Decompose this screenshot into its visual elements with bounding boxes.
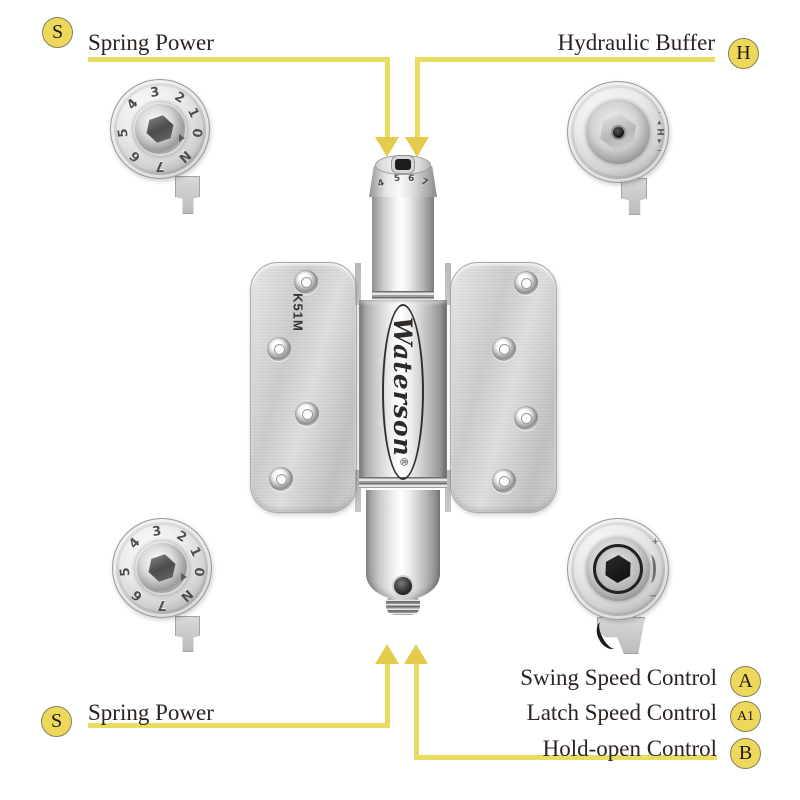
dial-tab (175, 616, 200, 652)
screw-hole (492, 469, 516, 493)
mark-letter: H (654, 128, 665, 136)
line-bottom-right-vertical (414, 664, 419, 757)
arrow-up-icon (404, 644, 428, 664)
hex-socket-icon (394, 577, 412, 595)
dial-indicator-icon (180, 572, 187, 581)
dial-tab (621, 178, 647, 215)
plate-gap-shadow (445, 263, 451, 305)
dial-number: 5 (115, 127, 132, 139)
arrow-up-icon (375, 644, 399, 664)
screw-hole (295, 402, 319, 426)
plate-gap-shadow (355, 263, 361, 305)
screw-hole (294, 270, 318, 294)
badge-hydraulic-buffer: H (728, 38, 759, 69)
line-bottom-left-vertical (385, 664, 390, 728)
screw-hole (514, 406, 538, 430)
dial-tab (175, 176, 200, 214)
dial-indicator-icon (178, 133, 185, 142)
label-spring-power-bottom: Spring Power (88, 700, 214, 725)
label-hold-open-control: Hold-open Control (542, 736, 717, 761)
mark-up: ▴ (657, 117, 662, 127)
arrow-down-icon (405, 137, 429, 157)
label-spring-power-top: Spring Power (88, 30, 214, 55)
screw-hole (492, 337, 516, 361)
cap-number: 6 (407, 173, 415, 185)
barrel-knuckle (359, 300, 447, 485)
line-top-left-vertical (385, 57, 390, 137)
dial-number: 0 (188, 127, 205, 139)
badge-spring-power-bottom: S (41, 706, 72, 737)
badge-latch-speed-control: A1 (730, 701, 761, 732)
line-top-left-underline (88, 57, 390, 62)
cap-number: 7 (419, 177, 430, 189)
line-top-right-vertical (415, 57, 420, 137)
cap-number: 5 (393, 173, 401, 185)
badge-hold-open-control: B (730, 738, 761, 769)
line-top-right-underline (416, 57, 715, 62)
brand-logo: Waterson® (379, 302, 427, 482)
dial-number: 7 (155, 158, 165, 174)
label-latch-speed-control: Latch Speed Control (526, 700, 717, 725)
spring-power-dial-bottom: 3 2 1 0 N 7 6 5 4 (112, 518, 212, 618)
arrow-down-icon (375, 137, 399, 157)
dial-number: 3 (149, 84, 161, 101)
line-bottom-right-underline (414, 755, 717, 760)
dial-number: 0 (190, 566, 207, 578)
arc-slot-icon (645, 555, 656, 583)
hex-socket-icon (395, 159, 411, 170)
label-hydraulic-buffer: Hydraulic Buffer (557, 30, 715, 55)
screw-hole (269, 467, 293, 491)
hydraulic-markings: · ▴ H ▾ ‒ (654, 108, 665, 155)
barrel-groove (359, 477, 447, 488)
mark-dot: · (657, 108, 661, 118)
hydraulic-buffer-dial: · ▴ H ▾ ‒ (567, 81, 669, 183)
spring-power-dial-top: 3 2 1 0 N 7 6 5 4 (110, 79, 210, 179)
logo-oval-icon (382, 304, 424, 480)
mark-plus: + (651, 537, 659, 547)
hinge-right-plate (450, 262, 557, 513)
plate-gap-shadow (445, 470, 451, 512)
speed-control-dial: + − (567, 518, 669, 620)
barrel-groove (372, 291, 434, 302)
badge-swing-speed-control: A (730, 666, 761, 697)
screw-hole (267, 337, 291, 361)
badge-spring-power-top: S (42, 17, 73, 48)
barrel-neck (372, 195, 434, 302)
center-pin-icon (612, 126, 624, 138)
hinge-model-text: K51M (290, 293, 306, 332)
mark-dash: ‒ (656, 145, 662, 155)
cap-number: 4 (376, 178, 386, 190)
hinge-left-plate: K51M (250, 262, 357, 513)
label-swing-speed-control: Swing Speed Control (520, 665, 717, 690)
screw-hole (514, 271, 538, 295)
mark-minus: − (648, 591, 657, 602)
plate-gap-shadow (355, 470, 361, 512)
dial-number: 3 (151, 523, 163, 540)
threaded-stub (386, 598, 420, 615)
line-bottom-left-underline (88, 723, 390, 728)
dial-number: 7 (157, 597, 167, 613)
dial-number: 5 (117, 566, 134, 578)
mark-down: ▾ (657, 136, 662, 146)
